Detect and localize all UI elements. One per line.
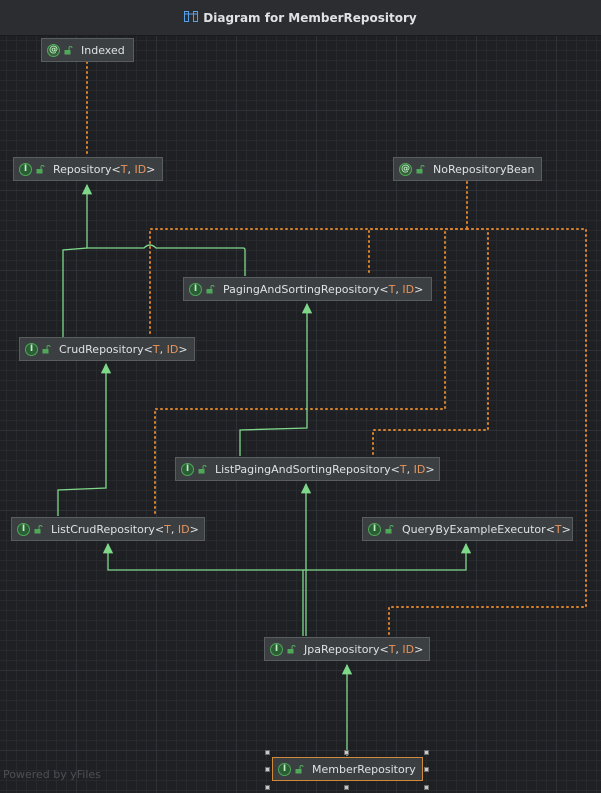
uml-diagram-icon — [184, 10, 199, 25]
edge-nrb-to-jpa — [388, 228, 587, 635]
node-jparepository[interactable]: I JpaRepository<T, ID> — [264, 637, 430, 661]
open-lock-icon — [385, 524, 394, 533]
node-label: CrudRepository<T, ID> — [59, 342, 188, 356]
interface-icon: I — [25, 342, 38, 356]
resize-handle[interactable] — [265, 750, 270, 755]
interface-icon: I — [17, 522, 30, 536]
node-label: PagingAndSortingRepository<T, ID> — [223, 282, 424, 296]
node-label: ListPagingAndSortingRepository<T, ID> — [215, 462, 435, 476]
open-lock-icon — [42, 344, 51, 353]
edge-nrb-to-listpaging — [372, 228, 489, 456]
window-title: Diagram for MemberRepository — [203, 10, 417, 25]
node-repository[interactable]: I Repository<T, ID> — [13, 157, 163, 181]
node-querybyexampleexecutor[interactable]: I QueryByExampleExecutor<T> — [362, 517, 573, 541]
node-label: MemberRepository — [312, 762, 416, 776]
edge-listpaging-to-paging — [239, 302, 313, 456]
node-label: JpaRepository<T, ID> — [304, 642, 424, 656]
open-lock-icon — [287, 644, 296, 653]
edge-paging-to-repository — [87, 244, 246, 276]
node-label: NoRepositoryBean — [433, 162, 535, 176]
resize-handle[interactable] — [265, 785, 270, 790]
node-listcrudrepository[interactable]: I ListCrudRepository<T, ID> — [11, 517, 205, 541]
open-lock-icon — [416, 164, 425, 173]
inheritance-edges — [57, 183, 472, 756]
edge-nrb-to-crud — [149, 228, 468, 335]
yfiles-watermark: Powered by yFiles — [3, 768, 101, 781]
annotation-icon: @ — [47, 43, 60, 57]
edge-crud-to-repository — [62, 183, 93, 337]
interface-icon: I — [19, 162, 32, 176]
resize-handle[interactable] — [344, 750, 349, 755]
annotation-icon: @ — [399, 162, 412, 176]
node-label: Indexed — [81, 43, 125, 57]
node-memberrepository[interactable]: I MemberRepository — [272, 757, 423, 781]
interface-icon: I — [181, 462, 194, 476]
edge-nrb-to-paging — [368, 228, 468, 276]
node-pagingandsortingrepository[interactable]: I PagingAndSortingRepository<T, ID> — [183, 277, 432, 301]
interface-icon: I — [189, 282, 202, 296]
interface-icon: I — [278, 762, 291, 776]
open-lock-icon — [198, 464, 207, 473]
edge-jpa-to-listcrud — [102, 542, 304, 636]
edge-listcrud-to-crud — [57, 362, 112, 516]
resize-handle[interactable] — [424, 750, 429, 755]
open-lock-icon — [206, 284, 215, 293]
annotation-edges — [86, 61, 587, 635]
resize-handle[interactable] — [424, 785, 429, 790]
open-lock-icon — [34, 524, 43, 533]
edge-jpa-to-querybyexample — [303, 542, 472, 571]
edge-nrb-to-listcrud — [154, 228, 468, 515]
node-label: QueryByExampleExecutor<T> — [402, 522, 571, 536]
node-crudrepository[interactable]: I CrudRepository<T, ID> — [19, 337, 195, 361]
node-label: ListCrudRepository<T, ID> — [51, 522, 199, 536]
resize-handle[interactable] — [344, 785, 349, 790]
node-indexed[interactable]: @ Indexed — [41, 38, 134, 62]
resize-handle[interactable] — [265, 767, 270, 772]
open-lock-icon — [64, 45, 73, 54]
node-label: Repository<T, ID> — [53, 162, 156, 176]
node-listpagingandsortingrepository[interactable]: I ListPagingAndSortingRepository<T, ID> — [175, 457, 440, 481]
interface-icon: I — [270, 642, 283, 656]
open-lock-icon — [36, 164, 45, 173]
node-norepositorybean[interactable]: @ NoRepositoryBean — [393, 157, 542, 181]
resize-handle[interactable] — [424, 767, 429, 772]
interface-icon: I — [368, 522, 381, 536]
open-lock-icon — [295, 764, 304, 773]
title-bar: Diagram for MemberRepository — [0, 0, 601, 36]
